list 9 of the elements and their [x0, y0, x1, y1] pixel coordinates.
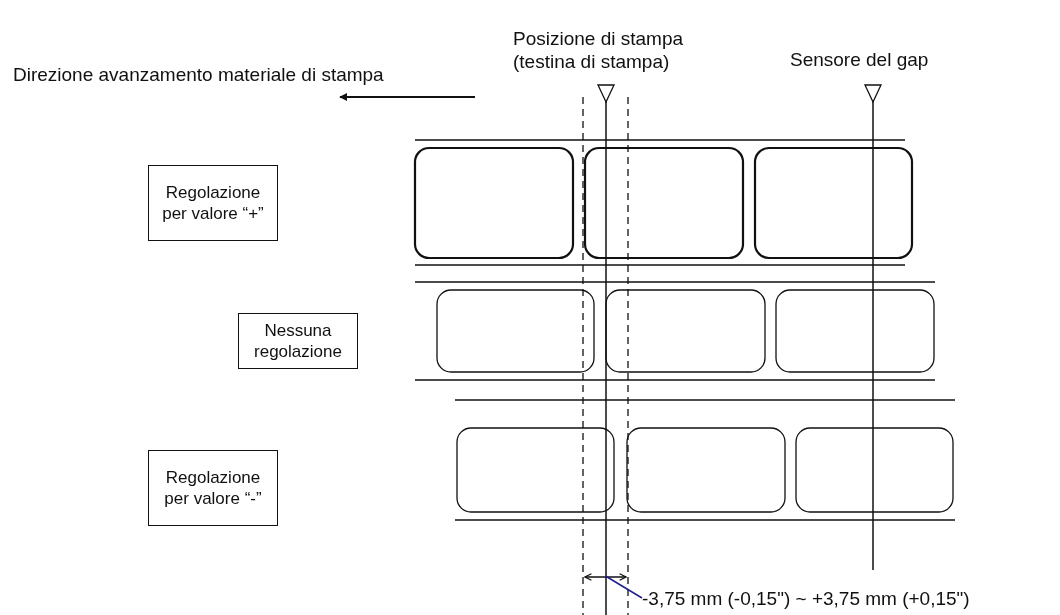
dimension-line	[584, 573, 627, 581]
dimension-text: -3,75 mm (-0,15") ~ +3,75 mm (+0,15")	[642, 586, 970, 610]
feed-direction-label: Direzione avanzamento materiale di stampa	[13, 63, 384, 86]
adjustment-box: Regolazione per valore “-”	[148, 450, 278, 526]
leader-line	[604, 575, 643, 599]
print-position-label: Posizione di stampa (testina di stampa)	[513, 27, 685, 73]
adjustment-box: Regolazione per valore “+”	[148, 165, 278, 241]
adjustment-box: Nessuna regolazione	[238, 313, 358, 369]
gap-sensor-label: Sensore del gap	[790, 48, 929, 71]
